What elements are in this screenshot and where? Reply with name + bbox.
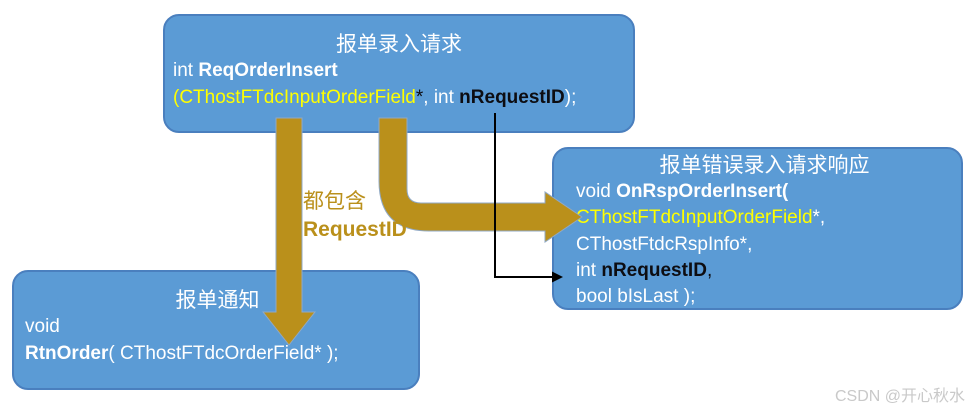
- response-arg2: CThostFtdcRspInfo*,: [576, 233, 753, 255]
- request-arg-type: (CThostFTdcInputOrderField: [173, 86, 416, 108]
- gold-annotation-line1: 都包含: [303, 190, 366, 213]
- notify-box-title: 报单通知: [175, 289, 260, 312]
- notify-args: ( CThostFTdcOrderField* );: [108, 342, 339, 364]
- response-arg1-tail: *,: [812, 207, 826, 229]
- response-box-title: 报单错误录入请求响应: [659, 154, 870, 177]
- response-arg3-line: int nRequestID,: [576, 258, 953, 284]
- request-box: 报单录入请求 int ReqOrderInsert (CThostFTdcInp…: [163, 14, 635, 133]
- gold-annotation-line2: RequestID: [303, 218, 407, 241]
- notify-keyword: void: [25, 316, 60, 337]
- request-arg-param: nRequestID: [459, 86, 565, 108]
- response-arg2-line: CThostFtdcRspInfo*,: [576, 232, 953, 258]
- request-args-line: (CThostFTdcInputOrderField*, int nReques…: [173, 85, 625, 112]
- response-arg1-type: CThostFTdcInputOrderField: [576, 207, 813, 229]
- response-arg3-param: nRequestID: [601, 259, 707, 281]
- black-connector-line: [494, 113, 552, 278]
- response-keyword: void: [576, 181, 617, 202]
- response-arg3-keyword: int: [576, 259, 602, 281]
- notify-signature-line: RtnOrder( CThostFTdcOrderField* );: [25, 341, 410, 368]
- request-box-title: 报单录入请求: [336, 33, 462, 56]
- gold-annotation: 都包含 RequestID: [303, 188, 407, 244]
- response-arg4-line: bool bIsLast );: [576, 284, 953, 310]
- request-arg-mid: , int: [423, 86, 460, 108]
- response-function-name: OnRspOrderInsert(: [616, 181, 789, 202]
- request-signature-line: int ReqOrderInsert: [173, 58, 625, 85]
- request-arg-close: );: [564, 86, 577, 108]
- response-arg3-tail: ,: [706, 259, 713, 281]
- notify-keyword-line: void: [25, 314, 410, 341]
- watermark: CSDN @开心秋水: [834, 388, 965, 405]
- request-function-name: ReqOrderInsert: [198, 60, 338, 81]
- response-box: 报单错误录入请求响应 void OnRspOrderInsert( CThost…: [552, 147, 963, 310]
- response-arg1-line: CThostFTdcInputOrderField*,: [576, 205, 953, 231]
- request-keyword: int: [173, 60, 199, 81]
- notify-box: 报单通知 void RtnOrder( CThostFTdcOrderField…: [12, 270, 420, 390]
- request-arg-star: *: [415, 86, 424, 108]
- response-signature-line: void OnRspOrderInsert(: [576, 179, 953, 205]
- response-arg4: bool bIsLast );: [576, 286, 696, 308]
- notify-function-name: RtnOrder: [25, 342, 109, 364]
